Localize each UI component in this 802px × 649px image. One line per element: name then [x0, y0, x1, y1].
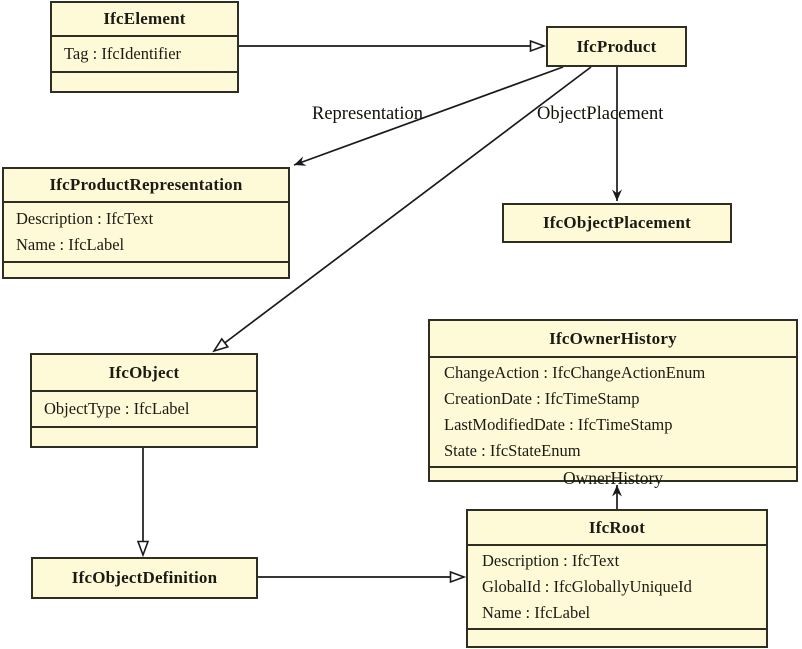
class-attribute: ChangeAction : IfcChangeActionEnum — [444, 363, 706, 382]
class-attributes: ObjectType : IfcLabel — [32, 390, 256, 426]
class-title: IfcElement — [103, 9, 186, 28]
class-attributes: Description : IfcText Name : IfcLabel — [4, 201, 288, 261]
class-attribute: Name : IfcLabel — [482, 603, 591, 622]
class-attribute: Description : IfcText — [16, 209, 154, 228]
class-attribute: State : IfcStateEnum — [444, 441, 581, 460]
class-attribute: Name : IfcLabel — [16, 235, 125, 254]
class-title: IfcProduct — [576, 36, 657, 56]
class-title: IfcObjectDefinition — [71, 568, 218, 587]
class-ifcobjectplacement: IfcObjectPlacement — [502, 203, 732, 243]
edge-ifcproduct-ifcproductrepresentation — [293, 66, 564, 166]
class-ifcelement: IfcElement Tag : IfcIdentifier — [50, 1, 239, 93]
class-empty-compartment — [468, 628, 766, 646]
edge-label-ownerhistory: OwnerHistory — [430, 466, 796, 489]
class-ifcproductrepresentation: IfcProductRepresentation Description : I… — [2, 167, 290, 279]
class-attributes: Description : IfcText GlobalId : IfcGlob… — [468, 544, 766, 628]
class-attribute: Description : IfcText — [482, 551, 620, 570]
class-title: IfcProductRepresentation — [49, 175, 243, 194]
class-empty-compartment — [4, 261, 288, 277]
class-attribute: GlobalId : IfcGloballyUniqueId — [482, 577, 692, 596]
class-ifcproduct: IfcProduct — [546, 26, 687, 67]
class-ifcobject: IfcObject ObjectType : IfcLabel — [30, 353, 258, 448]
class-ifcownerhistory: IfcOwnerHistory ChangeAction : IfcChange… — [428, 319, 798, 488]
class-title: IfcRoot — [588, 517, 646, 537]
class-title: IfcOwnerHistory — [549, 328, 677, 348]
class-attribute: CreationDate : IfcTimeStamp — [444, 389, 640, 408]
class-ifcroot: IfcRoot Description : IfcText GlobalId :… — [466, 509, 768, 648]
class-attributes: Tag : IfcIdentifier — [52, 35, 237, 71]
class-ifcobjectdefinition: IfcObjectDefinition — [31, 557, 258, 599]
edge-ifcproduct-ifcobject — [212, 66, 592, 353]
edge-label-representation: Representation — [312, 104, 423, 124]
class-title: IfcObjectPlacement — [542, 213, 692, 232]
class-empty-compartment — [52, 71, 237, 91]
class-attributes: ChangeAction : IfcChangeActionEnum Creat… — [430, 356, 796, 466]
class-attribute: Tag : IfcIdentifier — [64, 44, 182, 63]
class-attribute: LastModifiedDate : IfcTimeStamp — [444, 415, 673, 434]
class-attribute: ObjectType : IfcLabel — [44, 399, 190, 418]
class-title: IfcObject — [108, 362, 180, 382]
class-empty-compartment — [32, 426, 256, 446]
edge-label-objectplacement: ObjectPlacement — [537, 104, 664, 124]
